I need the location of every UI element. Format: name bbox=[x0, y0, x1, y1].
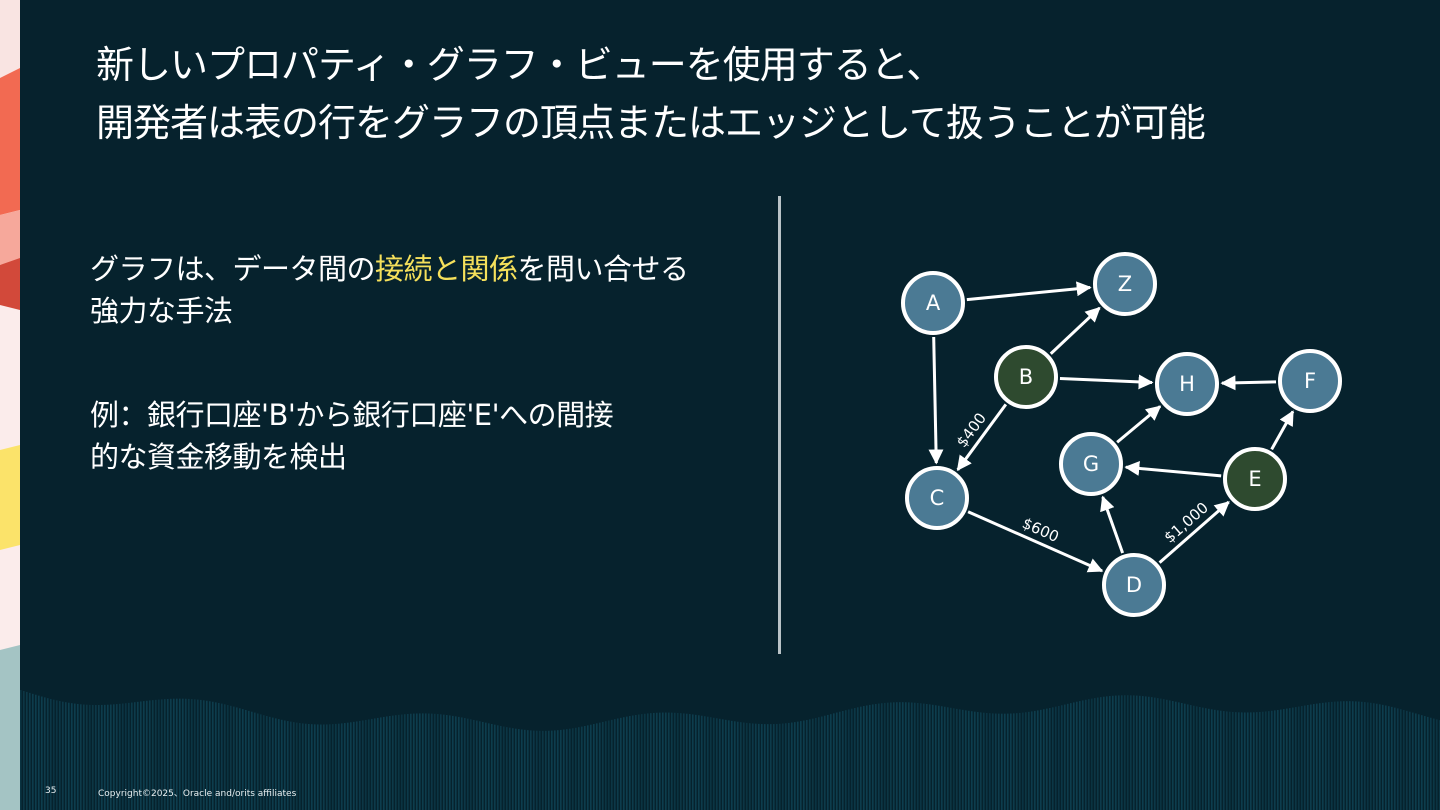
node-circle-F bbox=[1278, 349, 1342, 413]
bullet2-line-1: 例：銀行口座'B'から銀行口座'E'への間接 bbox=[90, 398, 614, 432]
node-circle-A bbox=[901, 271, 965, 335]
edge-label-C-D: $600 bbox=[1019, 514, 1061, 546]
decorative-wave-pattern bbox=[20, 690, 1440, 810]
node-circle-B bbox=[994, 345, 1058, 409]
edge-E-G bbox=[1124, 460, 1222, 478]
node-circle-G bbox=[1059, 432, 1123, 496]
bullet-graph-definition: グラフは、データ間の接続と関係を問い合せる 強力な手法 bbox=[90, 248, 750, 332]
node-circle-D bbox=[1102, 553, 1166, 617]
edge-A-C bbox=[928, 336, 944, 465]
bullet1-line-2: 強力な手法 bbox=[90, 294, 233, 328]
edge-F-H bbox=[1220, 375, 1277, 391]
node-Z: Z bbox=[1093, 252, 1157, 316]
edge-E-F bbox=[1270, 410, 1295, 451]
node-D: D bbox=[1102, 553, 1166, 617]
node-label-A: A bbox=[926, 291, 941, 315]
title-line-1: 新しいプロパティ・グラフ・ビューを使用すると、 bbox=[96, 43, 944, 87]
bullet2-line-2: 的な資金移動を検出 bbox=[90, 440, 347, 474]
bullet1-highlight: 接続と関係 bbox=[375, 252, 518, 286]
node-label-Z: Z bbox=[1118, 272, 1132, 296]
node-label-C: C bbox=[930, 486, 945, 510]
node-circle-C bbox=[905, 466, 969, 530]
node-circle-H bbox=[1155, 352, 1219, 416]
slide-title: 新しいプロパティ・グラフ・ビューを使用すると、 開発者は表の行をグラフの頂点また… bbox=[96, 36, 1396, 152]
edge-D-E bbox=[1158, 500, 1230, 564]
page-number: 35 bbox=[45, 786, 57, 796]
node-circle-Z bbox=[1093, 252, 1157, 316]
node-G: G bbox=[1059, 432, 1123, 496]
bullet1-text-post: を問い合せる bbox=[517, 252, 690, 286]
edge-B-H bbox=[1059, 374, 1154, 390]
node-C: C bbox=[905, 466, 969, 530]
decorative-left-strip bbox=[0, 0, 20, 810]
vertical-divider bbox=[778, 196, 781, 654]
node-circle-E bbox=[1223, 447, 1287, 511]
edge-G-H bbox=[1116, 405, 1162, 444]
node-H: H bbox=[1155, 352, 1219, 416]
node-label-H: H bbox=[1179, 372, 1195, 396]
node-E: E bbox=[1223, 447, 1287, 511]
edge-label-B-C: $400 bbox=[953, 409, 990, 450]
node-B: B bbox=[994, 345, 1058, 409]
node-A: A bbox=[901, 271, 965, 335]
edge-C-D bbox=[967, 510, 1104, 573]
bullet-example: 例：銀行口座'B'から銀行口座'E'への間接 的な資金移動を検出 bbox=[90, 394, 750, 478]
edge-B-C bbox=[956, 403, 1008, 472]
edge-A-Z bbox=[966, 281, 1092, 302]
node-F: F bbox=[1278, 349, 1342, 413]
edge-D-G bbox=[1100, 495, 1125, 554]
node-label-D: D bbox=[1126, 573, 1142, 597]
edge-B-Z bbox=[1049, 306, 1101, 355]
node-label-F: F bbox=[1304, 369, 1316, 393]
title-line-2: 開発者は表の行をグラフの頂点またはエッジとして扱うことが可能 bbox=[96, 101, 1206, 145]
copyright-text: Copyright©2025、Oracle and/orits affiliat… bbox=[98, 789, 297, 799]
node-label-E: E bbox=[1248, 467, 1261, 491]
node-label-G: G bbox=[1083, 452, 1099, 476]
bullet1-text-pre: グラフは、データ間の bbox=[90, 252, 376, 286]
node-label-B: B bbox=[1019, 365, 1033, 389]
